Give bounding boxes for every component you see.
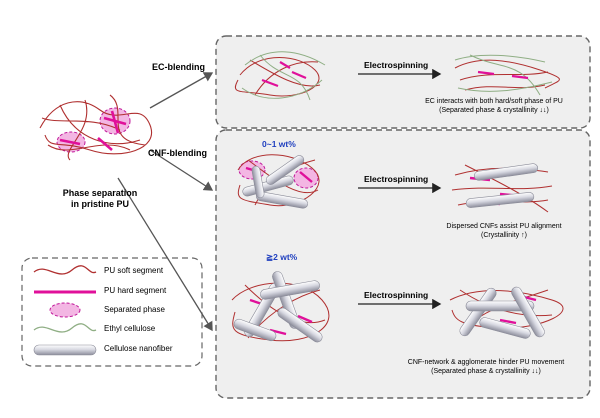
cnf-low-result-line1: Dispersed CNFs assist PU alignment <box>446 223 562 230</box>
electrospinning-label-ec: Electrospinning <box>364 60 429 70</box>
ec-panel <box>215 35 591 129</box>
cnf-high-result-caption: CNF-network & agglomerate hinder PU move… <box>386 358 586 376</box>
cnf-high-spun-structure <box>449 286 564 339</box>
legend-label-pu-hard-segment: PU hard segment <box>104 286 167 295</box>
legend-box <box>21 257 203 367</box>
ec-result-line2: (Separated phase & crystallinity ↓↓) <box>439 107 549 114</box>
ec-branch-arrow <box>149 72 214 109</box>
cnf-low-blend-structure <box>237 154 320 209</box>
pristine-label-line2: in pristine PU <box>70 199 129 209</box>
cnf-high-result-line2: (Separated phase & crystallinity ↓↓) <box>431 368 541 375</box>
pristine-label-line1: Phase separation <box>62 188 138 198</box>
wt-high-label: ≧2 wt% <box>266 252 298 262</box>
legend-label-cellulose-nanofiber: Cellulose nanofiber <box>104 344 173 353</box>
cnf-branch-arrow <box>149 149 214 191</box>
wt-low-label: 0~1 wt% <box>262 139 296 149</box>
ec-spun-structure <box>454 54 560 96</box>
cellulose-nanofiber-icon <box>33 344 97 356</box>
cnf-high-branch-arrow <box>117 177 213 332</box>
cnf-low-result-line2: (Crystallinity ↑) <box>481 232 527 239</box>
ethyl-cellulose-icon <box>33 323 97 333</box>
legend-label-separated-phase: Separated phase <box>104 305 165 314</box>
legend-label-ethyl-cellulose: Ethyl cellulose <box>104 324 156 333</box>
cnf-high-result-line1: CNF-network & agglomerate hinder PU move… <box>407 359 565 366</box>
legend-label-pu-soft-segment: PU soft segment <box>104 266 164 275</box>
cnf-low-spun-structure <box>451 163 553 213</box>
pristine-pu-structure <box>39 94 153 161</box>
cnf-high-blend-structure <box>231 271 330 343</box>
cnf-blending-label: CNF-blending <box>148 148 207 158</box>
separated-phase-icon <box>49 302 81 318</box>
ec-result-line1: EC interacts with both hard/soft phase o… <box>425 98 563 105</box>
ec-result-caption: EC interacts with both hard/soft phase o… <box>400 97 588 115</box>
ec-blend-structure <box>234 51 326 101</box>
electrospinning-label-cnf-high: Electrospinning <box>364 290 429 300</box>
pristine-label: Phase separation in pristine PU <box>48 188 152 210</box>
pu-soft-segment-icon <box>33 265 97 275</box>
cnf-low-result-caption: Dispersed CNFs assist PU alignment (Crys… <box>420 222 588 240</box>
ec-blending-label: EC-blending <box>152 62 205 72</box>
electrospinning-label-cnf-low: Electrospinning <box>364 174 429 184</box>
